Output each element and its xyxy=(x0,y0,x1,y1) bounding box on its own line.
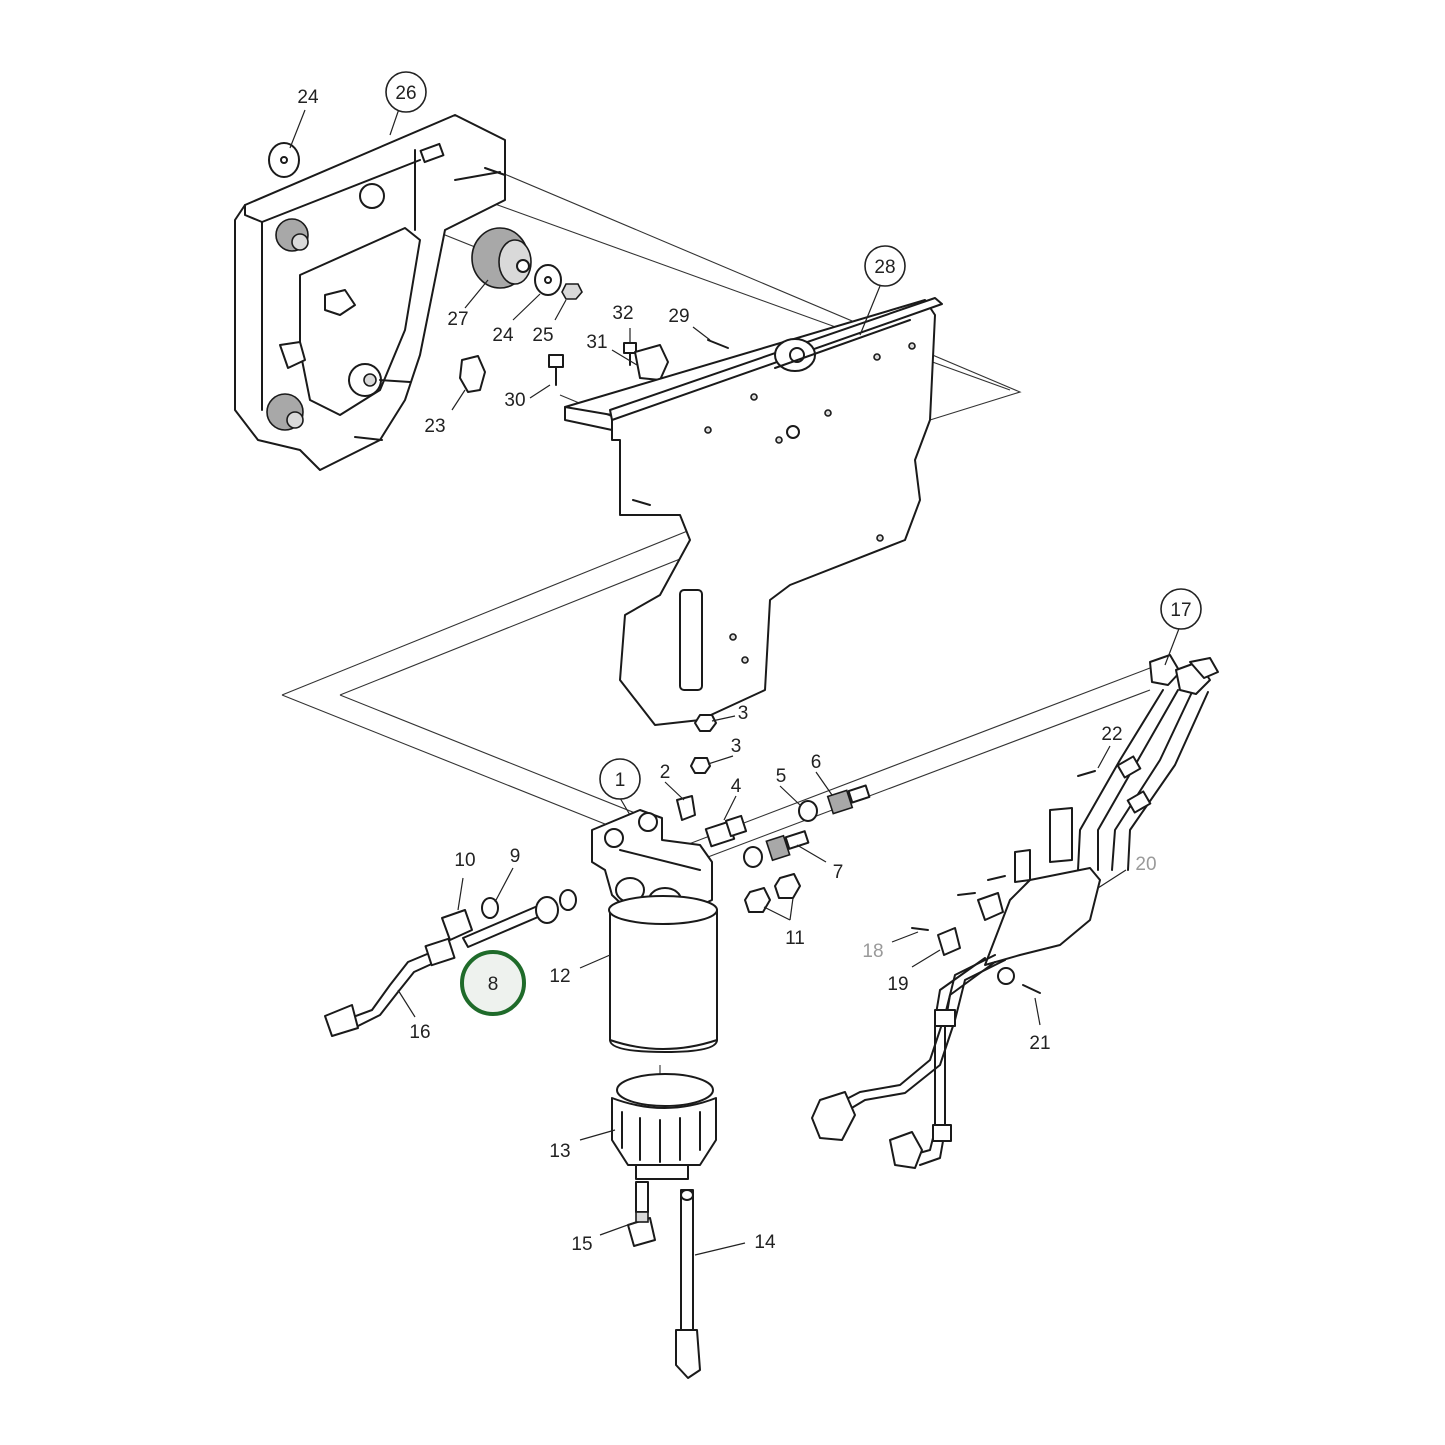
label-15: 15 xyxy=(571,1234,592,1255)
label-19: 19 xyxy=(887,974,908,995)
bracket-31 xyxy=(634,344,669,381)
label-6: 6 xyxy=(811,752,822,773)
label-22: 22 xyxy=(1101,724,1122,745)
washer-5 xyxy=(798,800,818,822)
filter-bowl xyxy=(611,1073,717,1180)
drain-plug xyxy=(627,1181,656,1247)
mounting-plate xyxy=(234,114,506,471)
fitting-2 xyxy=(676,795,696,821)
label-3-upper: 3 xyxy=(738,703,749,724)
label-23: 23 xyxy=(424,416,445,437)
isolator-mount xyxy=(471,227,532,289)
callout-circle-26 xyxy=(385,71,427,113)
label-28: 28 xyxy=(874,257,895,278)
label-17: 17 xyxy=(1170,600,1191,621)
label-3-lower: 3 xyxy=(731,736,742,757)
label-16: 16 xyxy=(409,1022,430,1043)
fitting-7 xyxy=(743,830,810,868)
label-13: 13 xyxy=(549,1141,570,1162)
main-bracket xyxy=(564,297,943,726)
label-29: 29 xyxy=(668,306,689,327)
label-20: 20 xyxy=(1135,854,1156,875)
label-32: 32 xyxy=(612,303,633,324)
label-25: 25 xyxy=(532,325,553,346)
callout-circle-1 xyxy=(599,758,641,800)
fitting-4 xyxy=(704,814,748,848)
label-5: 5 xyxy=(776,766,787,787)
label-8[interactable]: 8 xyxy=(488,974,499,995)
highlight-ring-8[interactable] xyxy=(460,950,526,1016)
nut-11 xyxy=(744,873,801,913)
label-24: 24 xyxy=(492,325,514,346)
fitting-6 xyxy=(826,784,871,815)
label-18: 18 xyxy=(862,941,883,962)
fuel-line-assembly xyxy=(811,654,1219,1169)
label-31: 31 xyxy=(586,332,607,353)
fuel-line-16 xyxy=(324,937,456,1037)
label-27: 27 xyxy=(447,309,468,330)
leader-lines xyxy=(289,105,1181,1256)
label-1: 1 xyxy=(615,770,626,791)
plug-10 xyxy=(441,909,473,941)
nut-3-upper xyxy=(694,714,717,732)
label-24-top: 24 xyxy=(297,87,319,108)
label-10: 10 xyxy=(454,850,475,871)
filter-head xyxy=(591,809,713,916)
callout-circle-17 xyxy=(1160,588,1202,630)
label-9: 9 xyxy=(510,846,521,867)
sensor-wire xyxy=(675,1189,701,1379)
washer-24-hole xyxy=(544,276,552,284)
label-26: 26 xyxy=(395,83,416,104)
label-11: 11 xyxy=(785,928,805,949)
label-4: 4 xyxy=(731,776,742,797)
label-12: 12 xyxy=(549,966,570,987)
label-14: 14 xyxy=(754,1232,776,1253)
callout-circle-28 xyxy=(864,245,906,287)
washer-9 xyxy=(481,897,499,919)
label-2: 2 xyxy=(660,762,671,783)
washer-24-top-hole xyxy=(280,156,288,164)
filter-element xyxy=(608,895,718,1053)
label-21: 21 xyxy=(1029,1033,1050,1054)
bolt-32 xyxy=(623,342,637,366)
nut-3-lower xyxy=(690,757,711,774)
clip-23 xyxy=(459,355,486,393)
label-30: 30 xyxy=(504,390,525,411)
label-7: 7 xyxy=(833,862,844,883)
bolt-30 xyxy=(548,354,564,386)
stud-29 xyxy=(707,339,729,349)
nut-25 xyxy=(561,283,583,300)
banjo-bolt-8 xyxy=(462,889,577,948)
